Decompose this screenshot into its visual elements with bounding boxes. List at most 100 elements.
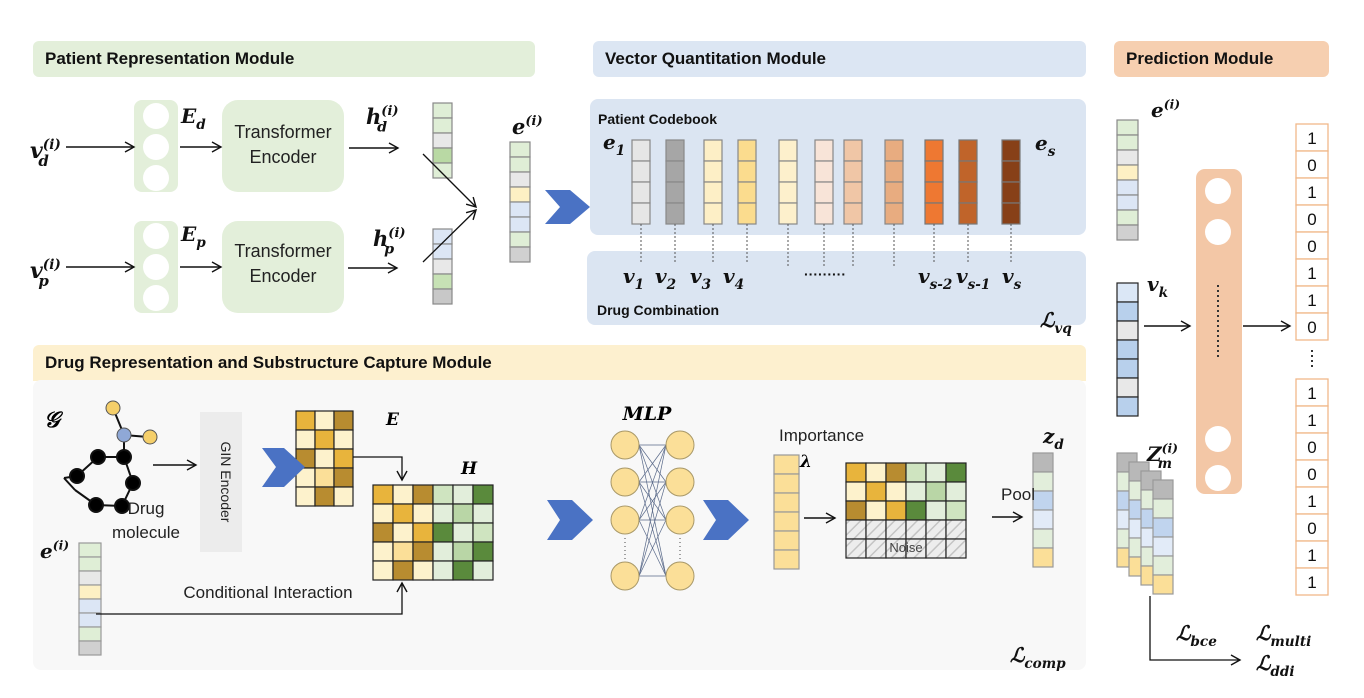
vq-ellipsis: ········· <box>804 266 846 282</box>
loss-vq: ℒvq <box>1040 308 1072 337</box>
vector-cell <box>631 160 651 183</box>
vector-cell <box>432 117 453 134</box>
gin-encoder-block <box>200 412 242 552</box>
loss-multi: ℒmulti <box>1256 621 1311 650</box>
output-value: 1 <box>1307 264 1316 283</box>
patient-embedding-vector <box>509 141 531 263</box>
output-value: 1 <box>1307 384 1316 403</box>
drug-label-s-2: vs-2 <box>918 264 952 293</box>
mlp-neuron <box>665 561 695 591</box>
vector-cell <box>665 160 685 183</box>
output-cell <box>1295 204 1329 233</box>
vector-cell <box>432 243 453 260</box>
arrow <box>96 581 408 615</box>
vector-cell <box>78 598 102 614</box>
codebook-entry <box>703 139 723 225</box>
codebook-e1-label: e1 <box>603 130 625 159</box>
vector-cell <box>1152 479 1174 500</box>
vector-cell <box>78 542 102 558</box>
drug-label-4: v4 <box>723 264 744 293</box>
vector-cell <box>432 132 453 149</box>
vector-cell <box>703 160 723 183</box>
vector-cell <box>1001 160 1021 183</box>
vector-cell <box>509 246 531 263</box>
vector-cell <box>843 181 863 204</box>
output-cell <box>1295 312 1329 341</box>
vector-cell <box>814 139 834 162</box>
vector-cell <box>703 181 723 204</box>
vector-cell <box>1152 536 1174 557</box>
matrix-cell <box>372 503 394 524</box>
blue-flow-arrow <box>703 500 749 540</box>
matrix-cell <box>372 484 394 505</box>
matrix-cell <box>295 429 316 450</box>
vector-cell <box>509 201 531 218</box>
embedding-layer-d <box>134 100 178 192</box>
matrix-cell <box>472 560 494 581</box>
noise-cell <box>865 538 887 559</box>
output-cell <box>1295 258 1329 287</box>
matrix-cell <box>372 522 394 543</box>
mlp-label: MLP <box>622 403 672 425</box>
encoder-p-line1: Transformer <box>234 241 331 261</box>
vector-cell <box>1116 164 1139 181</box>
vector-cell <box>1116 224 1139 241</box>
loss-ddi: ℒddi <box>1256 651 1295 680</box>
output-cell <box>1295 459 1329 488</box>
vector-cell <box>432 288 453 305</box>
vector-cell <box>509 186 531 203</box>
zd-vector <box>1032 452 1054 568</box>
codebook-entry <box>778 139 798 225</box>
vector-cell <box>958 202 978 225</box>
vector-cell <box>773 549 800 570</box>
matrix-cell <box>314 448 335 469</box>
matrix-cell <box>314 467 335 488</box>
matrix-cell <box>925 462 947 483</box>
vector-cell <box>1032 490 1054 511</box>
vector-cell <box>814 181 834 204</box>
vector-cell <box>958 160 978 183</box>
neuron <box>1205 178 1231 204</box>
vector-cell <box>1116 209 1139 226</box>
matrix-cell <box>885 481 907 502</box>
mlp-neuron <box>665 467 695 497</box>
matrix-cell <box>432 541 454 562</box>
noise-cell <box>865 519 887 540</box>
embedding-E-d: Ed <box>180 104 206 133</box>
noise-cell <box>845 538 867 559</box>
vector-cell <box>773 511 800 532</box>
vector-cell <box>1116 179 1139 196</box>
vector-cell <box>843 202 863 225</box>
arrow <box>353 456 408 482</box>
noise-cell <box>925 519 947 540</box>
codebook-label: Patient Codebook <box>598 111 717 127</box>
matrix-cell <box>472 541 494 562</box>
matrix-cell <box>845 462 867 483</box>
matrix-cell <box>333 467 354 488</box>
matrix-cell <box>472 522 494 543</box>
encoder-d-line1: Transformer <box>234 122 331 142</box>
vector-cell <box>1001 139 1021 162</box>
vector-cell <box>1032 509 1054 530</box>
vector-cell <box>773 473 800 494</box>
mlp-neuron <box>610 505 640 535</box>
matrix-cell <box>925 500 947 521</box>
input-v-d: v(i)d <box>30 137 61 170</box>
masked-matrix <box>845 462 967 521</box>
vector-cell <box>737 181 757 204</box>
matrix-cell <box>472 484 494 505</box>
matrix-cell <box>845 500 867 521</box>
codebook-entry <box>631 139 651 225</box>
matrix-cell <box>295 410 316 431</box>
output-cell <box>1295 285 1329 314</box>
matrix-cell <box>333 429 354 450</box>
output-value: 0 <box>1307 237 1316 256</box>
matrix-cell <box>945 481 967 502</box>
matrix-cell <box>452 484 474 505</box>
vector-cell <box>773 530 800 551</box>
output-value: 0 <box>1307 210 1316 229</box>
output-value: 0 <box>1307 318 1316 337</box>
matrix-cell <box>432 484 454 505</box>
